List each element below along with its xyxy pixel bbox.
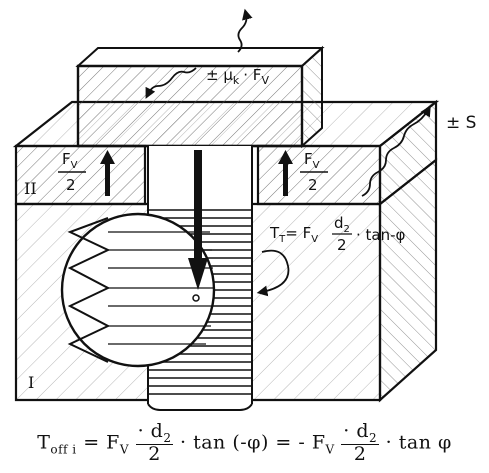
loosening-torque-formula: Toff i = FV · d2 2 · tan (-φ) = - FV · d… [37, 420, 452, 466]
svg-text:2: 2 [337, 236, 347, 254]
contact-point [192, 294, 200, 302]
bolt-head-top [75, 47, 325, 67]
head-friction-label: ± μk· FV [206, 66, 269, 87]
svg-text:d2: d2 [334, 214, 350, 235]
thread-torque-label: TT= FV d2 2 · tan-φ [269, 214, 406, 254]
wavy-arrow-displacement [361, 105, 431, 197]
bolt-head-side [301, 45, 323, 149]
half-force-arrow-left [100, 150, 115, 196]
displacement-label: ± S [446, 113, 476, 133]
svg-text:FV: FV [62, 150, 78, 171]
svg-text:· tan-φ: · tan-φ [356, 226, 406, 244]
wavy-arrow-head-diagonal [145, 67, 197, 99]
svg-text:2: 2 [308, 176, 318, 194]
upper-plate-side [378, 99, 438, 207]
svg-text:TT= FV: TT= FV [269, 224, 318, 245]
svg-text:FV: FV [304, 150, 320, 171]
bolt-head [75, 45, 325, 149]
torque-arrow [256, 249, 290, 297]
half-force-label-right: FV 2 [300, 150, 328, 194]
plate-label-upper: II [24, 179, 37, 198]
bolt-tip [147, 403, 253, 411]
thread-detail-circle [60, 212, 216, 368]
half-force-arrow-right [278, 150, 293, 196]
wavy-arrow-head-up [237, 8, 253, 53]
preload-arrow [188, 150, 208, 290]
half-force-label-left: FV 2 [58, 150, 86, 194]
svg-text:2: 2 [66, 176, 76, 194]
plate-label-lower: I [28, 373, 34, 392]
